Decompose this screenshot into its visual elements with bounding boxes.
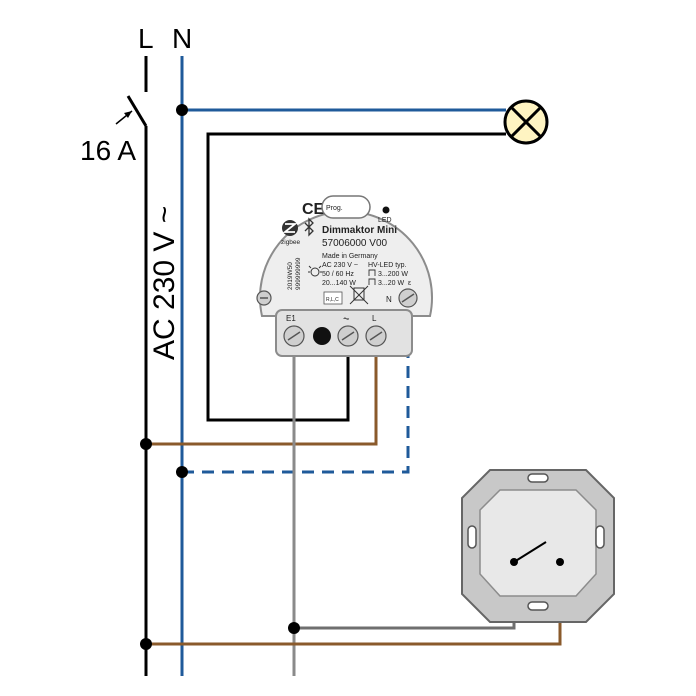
device-load-range: 20...140 W bbox=[322, 280, 356, 287]
phase-to-device-l-wire bbox=[146, 336, 378, 446]
device-led-range-2: 3...20 W bbox=[378, 280, 404, 287]
prog-button[interactable] bbox=[321, 195, 371, 219]
led-label: LED bbox=[378, 217, 392, 224]
phase-line-l bbox=[126, 56, 148, 676]
switch-slot bbox=[527, 601, 549, 611]
device-led-type: HV-LED typ. bbox=[368, 262, 407, 269]
device-serial-1: 2019W50 bbox=[287, 262, 294, 290]
terminal-e1-screw-icon bbox=[283, 325, 305, 347]
switch-slot bbox=[595, 525, 605, 549]
dimmer-device: CE Prog. LED zigbee Dimmaktor Mini 57006… bbox=[256, 195, 433, 357]
ce-mark: CE bbox=[302, 201, 325, 218]
terminal-unused-hole bbox=[313, 327, 331, 345]
wall-switch bbox=[461, 469, 615, 623]
led-bulb-icon bbox=[368, 269, 376, 285]
dim-lamp-icon bbox=[308, 265, 322, 277]
device-rlc-label: R,L,C bbox=[326, 297, 339, 303]
lamp-icon bbox=[503, 99, 549, 145]
weee-bin-icon bbox=[349, 285, 369, 305]
label-line-n: N bbox=[172, 23, 192, 54]
breaker-arrow-icon bbox=[115, 110, 133, 125]
status-led-icon bbox=[382, 206, 390, 214]
label-line-l: L bbox=[138, 23, 154, 54]
zigbee-label: zigbee bbox=[281, 239, 301, 246]
junction-dot bbox=[176, 466, 188, 478]
device-voltage: AC 230 V ~ bbox=[322, 262, 358, 269]
junction-dot bbox=[140, 438, 152, 450]
switch-slot bbox=[527, 473, 549, 483]
terminal-n-label: N bbox=[386, 295, 392, 304]
breaker-contact bbox=[126, 95, 148, 127]
device-made-in: Made in Germany bbox=[322, 253, 378, 260]
capacitive-icon: ε bbox=[408, 280, 411, 287]
terminal-l-screw-icon bbox=[365, 325, 387, 347]
bluetooth-icon bbox=[304, 217, 314, 237]
junction-dot bbox=[288, 622, 300, 634]
terminal-n-screw-icon bbox=[398, 288, 418, 308]
switch-slot bbox=[467, 525, 477, 549]
device-led-range-1: 3...200 W bbox=[378, 271, 408, 278]
terminal-dim-label: ⏦ bbox=[343, 314, 350, 323]
junction-dot bbox=[176, 104, 188, 116]
junction-dot bbox=[140, 638, 152, 650]
device-article-number: 57006000 V00 bbox=[322, 238, 388, 249]
label-supply-voltage: AC 230 V ~ bbox=[148, 206, 181, 360]
prog-button-label: Prog. bbox=[326, 205, 343, 212]
device-serial-2: 999999999 bbox=[295, 257, 302, 290]
device-name: Dimmaktor Mini bbox=[322, 225, 397, 236]
terminal-e1-label: E1 bbox=[286, 314, 296, 323]
left-screw-icon bbox=[256, 290, 272, 306]
device-frequency: 50 / 60 Hz bbox=[322, 271, 354, 278]
label-breaker-rating: 16 A bbox=[80, 135, 136, 166]
neutral-to-device-n-wire bbox=[182, 300, 410, 474]
terminal-dim-screw-icon bbox=[337, 325, 359, 347]
switch-contact bbox=[513, 541, 547, 563]
terminal-l-label: L bbox=[372, 314, 377, 323]
dimmer-output-wire bbox=[206, 132, 506, 422]
